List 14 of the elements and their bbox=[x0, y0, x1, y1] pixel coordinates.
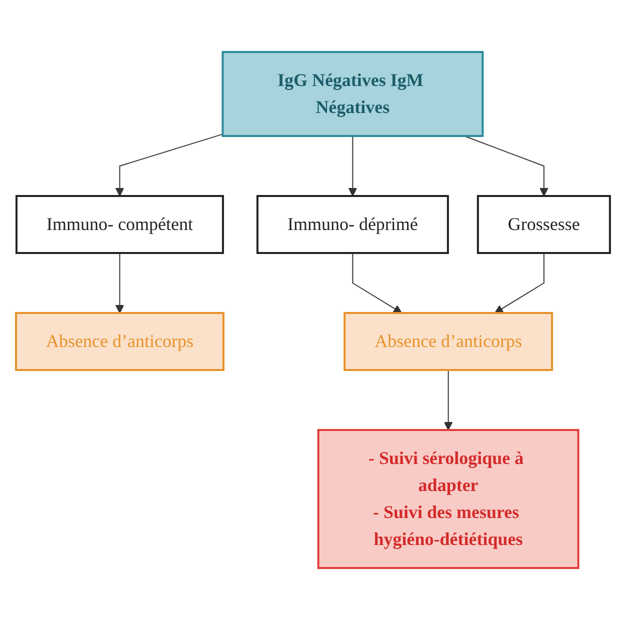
arrow bbox=[443, 369, 452, 430]
node-box: Immuno- déprimé bbox=[256, 194, 448, 254]
arrow bbox=[114, 252, 124, 313]
arrow bbox=[494, 252, 544, 313]
arrow bbox=[114, 133, 223, 196]
node-box: Grossesse bbox=[476, 194, 610, 254]
node-box: - Suivi sérologique à adapter - Suivi des mesures hygiéno-détiétiques bbox=[316, 428, 579, 568]
arrow bbox=[352, 252, 402, 313]
node-box: Immuno- compétent bbox=[15, 194, 224, 254]
node-box: IgG Négatives IgM Négatives bbox=[221, 50, 484, 136]
node-box: Absence d’anticorps bbox=[343, 312, 553, 370]
arrow bbox=[463, 135, 548, 196]
arrow bbox=[348, 135, 357, 196]
node-box: Absence d’anticorps bbox=[14, 312, 224, 370]
